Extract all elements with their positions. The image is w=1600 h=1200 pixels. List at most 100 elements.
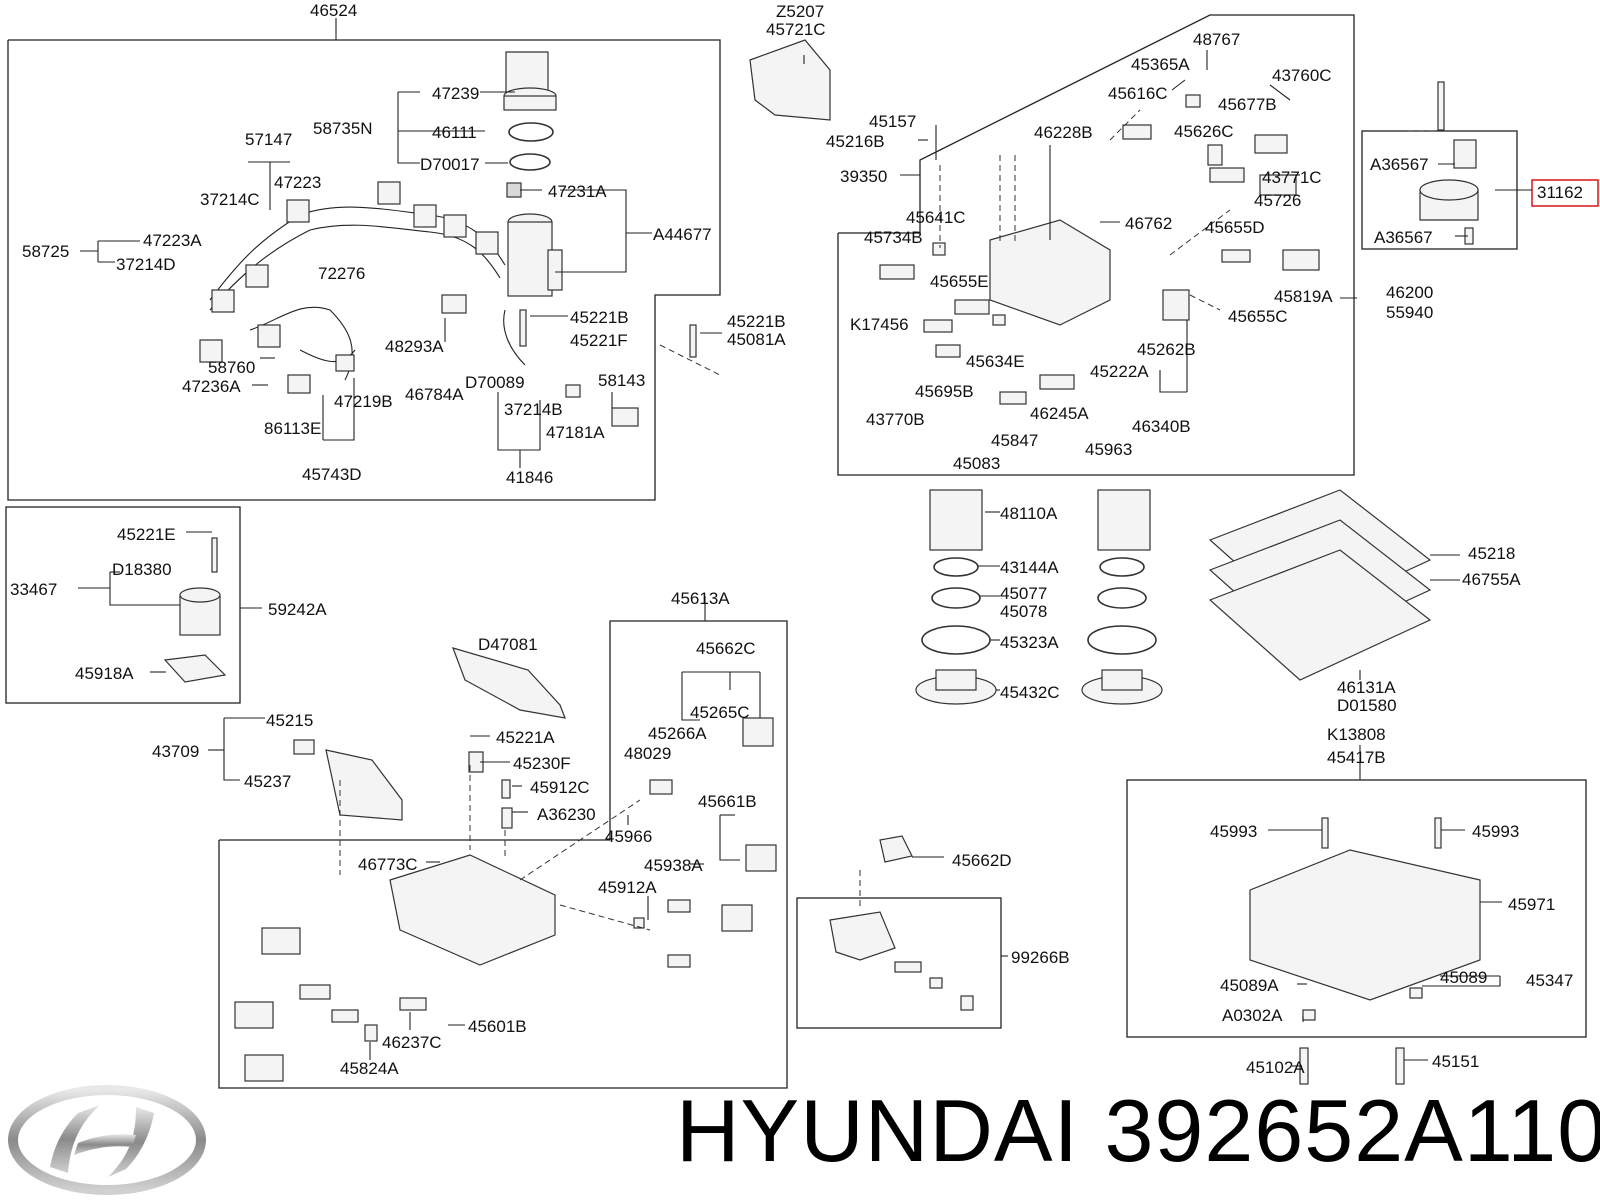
part-label: 45721C <box>766 20 826 39</box>
part-label: 45432C <box>1000 683 1060 702</box>
part-label: 46237C <box>382 1033 442 1052</box>
part-label: 45912C <box>530 778 590 797</box>
part-label: 45634E <box>966 352 1025 371</box>
part-label: 45221B <box>727 312 786 331</box>
part-labels: 46524 47239 58735N 46111 D70017 57147 47… <box>10 1 1583 1078</box>
part-label: 45216B <box>826 132 885 151</box>
part-label: 45677B <box>1218 95 1277 114</box>
part-label: 46131A <box>1337 678 1396 697</box>
part-label: 45089A <box>1220 976 1279 995</box>
part-label: D70089 <box>465 373 525 392</box>
part-label: 45655C <box>1228 307 1288 326</box>
part-label: 86113E <box>264 419 321 438</box>
hyundai-logo-icon <box>8 1085 206 1195</box>
part-label: 45347 <box>1526 971 1573 990</box>
part-label: 45265C <box>690 703 750 722</box>
part-label: 43770B <box>866 410 925 429</box>
part-label: 45626C <box>1174 122 1234 141</box>
part-label: 43771C <box>1262 168 1322 187</box>
part-label: 43760C <box>1272 66 1332 85</box>
part-label: 57147 <box>245 130 292 149</box>
part-label: 45081A <box>727 330 786 349</box>
part-label: 45938A <box>644 856 703 875</box>
part-label: 45078 <box>1000 602 1047 621</box>
brand-part-number: HYUNDAI 392652A110 <box>676 1081 1600 1180</box>
part-label: 45089 <box>1440 968 1487 987</box>
part-label: 45221E <box>117 525 176 544</box>
part-label: 45221B <box>570 308 629 327</box>
part-label: 45083 <box>953 454 1000 473</box>
part-label: 45262B <box>1137 340 1196 359</box>
part-label: 72276 <box>318 264 365 283</box>
part-label: 39350 <box>840 167 887 186</box>
part-label: 45966 <box>605 827 652 846</box>
part-label: 47181A <box>546 423 605 442</box>
part-label: 45662D <box>952 851 1012 870</box>
part-label: A36230 <box>537 805 596 824</box>
part-label: A36567 <box>1370 155 1429 174</box>
part-label: 45417B <box>1327 748 1386 767</box>
part-label: D18380 <box>112 560 172 579</box>
part-label: 45726 <box>1254 191 1301 210</box>
part-label: 45824A <box>340 1059 399 1078</box>
part-label: 33467 <box>10 580 57 599</box>
part-label: 45157 <box>869 112 916 131</box>
part-label: D47081 <box>478 635 538 654</box>
part-label: 47239 <box>432 84 479 103</box>
part-label: 45221A <box>496 728 555 747</box>
part-label: 45912A <box>598 878 657 897</box>
part-label: 31162 <box>1537 183 1583 202</box>
part-label: 47219B <box>334 392 393 411</box>
part-label: 99266B <box>1011 948 1070 967</box>
part-label: 45695B <box>915 382 974 401</box>
assembly-lines <box>339 109 1437 931</box>
part-label: A44677 <box>653 225 712 244</box>
part-label: 45661B <box>698 792 757 811</box>
part-label: 55940 <box>1386 303 1433 322</box>
part-label: 46200 <box>1386 283 1433 302</box>
part-label: 46111 <box>432 123 477 142</box>
part-label: 45237 <box>244 772 291 791</box>
part-label: A36567 <box>1374 228 1433 247</box>
part-label: 45971 <box>1508 895 1555 914</box>
part-label: 47236A <box>182 377 241 396</box>
part-label: 45655E <box>930 272 989 291</box>
part-label: 48110A <box>1000 504 1058 523</box>
highlight-box <box>1531 179 1599 207</box>
part-label: D70017 <box>420 155 480 174</box>
part-label: 45743D <box>302 465 362 484</box>
part-label: 46755A <box>1462 570 1521 589</box>
part-label: 45847 <box>991 431 1038 450</box>
part-label: 37214C <box>200 190 260 209</box>
part-label: 58735N <box>313 119 373 138</box>
part-label: 45365A <box>1131 55 1190 74</box>
part-label: 48767 <box>1193 30 1240 49</box>
part-label: 45215 <box>266 711 313 730</box>
part-label: 58760 <box>208 358 255 377</box>
part-label: 45662C <box>696 639 756 658</box>
part-label: 43144A <box>1000 558 1059 577</box>
part-label: 46784A <box>405 385 464 404</box>
part-label: 59242A <box>268 600 327 619</box>
part-label: A0302A <box>1222 1006 1283 1025</box>
part-label: 45963 <box>1085 440 1132 459</box>
part-label: 45222A <box>1090 362 1149 381</box>
part-label: 43709 <box>152 742 199 761</box>
part-label: 47223 <box>274 173 321 192</box>
part-label: 46773C <box>358 855 418 874</box>
part-label: K17456 <box>850 315 909 334</box>
part-label: 45993 <box>1472 822 1519 841</box>
part-label: 45230F <box>513 754 571 773</box>
part-label: 46524 <box>310 1 357 20</box>
part-label: 45613A <box>671 589 730 608</box>
part-label: 46762 <box>1125 214 1172 233</box>
part-label: 47231A <box>548 182 607 201</box>
part-label: 46228B <box>1034 123 1093 142</box>
part-label: 45918A <box>75 664 134 683</box>
part-label: 45601B <box>468 1017 527 1036</box>
part-label: 45655D <box>1205 218 1265 237</box>
part-label: 58725 <box>22 242 69 261</box>
part-label: 45077 <box>1000 584 1047 603</box>
part-shapes <box>163 39 1481 1085</box>
